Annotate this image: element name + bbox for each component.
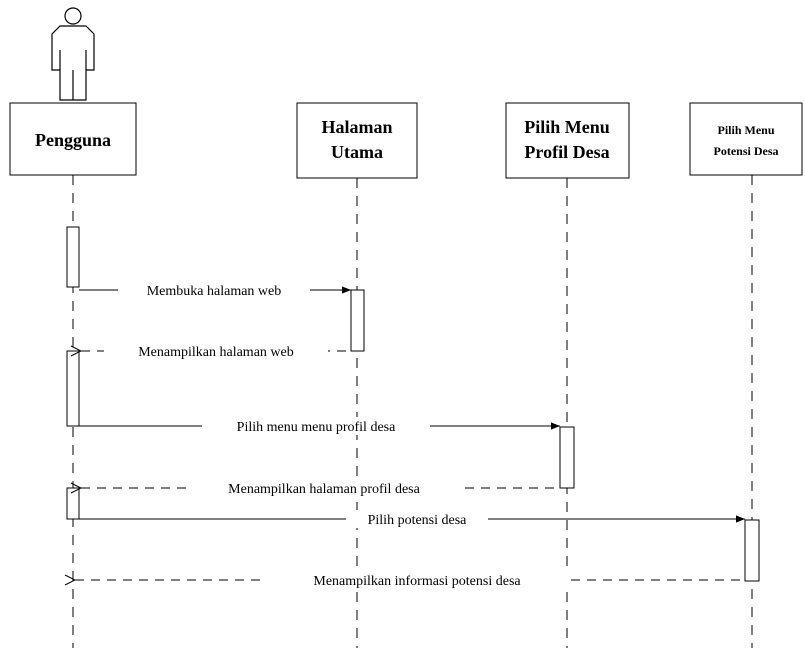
actor-icon [51, 7, 95, 101]
participant-label: Utama [331, 142, 383, 162]
activation-bar [559, 426, 575, 489]
participant-label: Pilih Menu [717, 123, 774, 137]
message-arrow: Menampilkan halaman profil desa [81, 479, 560, 497]
activation-bars [66, 226, 760, 582]
message-arrow: Menampilkan informasi potensi desa [75, 571, 745, 589]
participant-label: Halaman [321, 117, 392, 137]
activation-bar [66, 350, 80, 427]
message-label: Menampilkan informasi potensi desa [313, 574, 521, 589]
participant-pengguna: Pengguna [9, 102, 137, 176]
messages: Membuka halaman web Menampilkan halaman … [75, 281, 745, 589]
participant-profil-desa: Pilih Menu Profil Desa [505, 102, 630, 179]
activation-bar [350, 289, 365, 352]
message-arrow: Menampilkan halaman web [81, 342, 351, 360]
activation-bar [66, 226, 80, 288]
message-label: Pilih potensi desa [368, 513, 468, 528]
message-label: Membuka halaman web [147, 284, 282, 299]
message-label: Menampilkan halaman profil desa [228, 482, 420, 497]
participant-label: Profil Desa [524, 142, 609, 162]
message-arrow: Pilih potensi desa [79, 510, 745, 528]
participant-label: Pengguna [35, 130, 111, 150]
activation-bar [744, 519, 760, 582]
message-arrow: Membuka halaman web [79, 281, 351, 299]
message-arrow: Pilih menu menu profil desa [79, 417, 560, 435]
participant-label: Pilih Menu [524, 117, 610, 137]
activation-bar [66, 487, 80, 520]
message-label: Menampilkan halaman web [138, 345, 294, 360]
message-label: Pilih menu menu profil desa [237, 420, 396, 435]
participant-potensi-desa: Pilih Menu Potensi Desa [689, 102, 803, 176]
participant-label: Potensi Desa [714, 144, 779, 158]
participant-halaman-utama: Halaman Utama [296, 102, 418, 179]
